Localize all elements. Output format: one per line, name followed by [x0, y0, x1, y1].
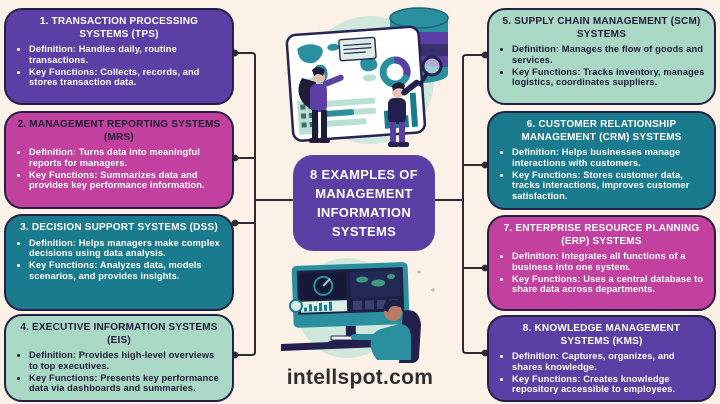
- card-mrs-title: 2. MANAGEMENT REPORTING SYSTEMS (MRS): [17, 119, 221, 143]
- person-with-magnifier: [388, 79, 420, 147]
- analyst-monitor-illustration: [281, 258, 435, 363]
- card-crm: 6. CUSTOMER RELATIONSHIP MANAGEMENT (CRM…: [487, 111, 716, 210]
- card-dss-bullets: Definition: Helps managers make complex …: [15, 238, 223, 282]
- magnifier-icon: [417, 55, 443, 88]
- card-tps: 1. TRANSACTION PROCESSING SYSTEMS (TPS) …: [4, 8, 234, 105]
- card-mrs-bullets: Definition: Turns data into meaningful r…: [15, 147, 223, 191]
- center-title-line: SYSTEMS: [331, 224, 397, 240]
- bullet: Definition: Provides high-level overview…: [29, 350, 223, 372]
- card-mrs: 2. MANAGEMENT REPORTING SYSTEMS (MRS) De…: [4, 111, 234, 209]
- bullet: Key Functions: Collects, records, and st…: [29, 67, 223, 89]
- bullet: Definition: Handles daily, routine trans…: [29, 44, 223, 66]
- bullet: Definition: Helps businesses manage inte…: [512, 147, 705, 169]
- website-url: intellspot.com: [286, 366, 434, 389]
- card-erp-bullets: Definition: Integrates all functions of …: [498, 251, 705, 295]
- card-kms: 8. KNOWLEDGE MANAGEMENT SYSTEMS (KMS) De…: [487, 315, 716, 402]
- bullet: Key Functions: Creates knowledge reposit…: [512, 374, 705, 396]
- card-eis-title: 4. EXECUTIVE INFORMATION SYSTEMS (EIS): [20, 322, 218, 346]
- center-title-box: 8 EXAMPLES OF MANAGEMENT INFORMATION SYS…: [293, 155, 435, 251]
- bullet: Key Functions: Presents key performance …: [29, 373, 223, 395]
- bullet: Definition: Turns data into meaningful r…: [29, 147, 223, 169]
- bullet: Definition: Helps managers make complex …: [29, 238, 223, 260]
- card-erp-title: 7. ENTERPRISE RESOURCE PLANNING (ERP) SY…: [503, 223, 700, 247]
- bullet: Definition: Integrates all functions of …: [512, 251, 705, 273]
- card-kms-title: 8. KNOWLEDGE MANAGEMENT SYSTEMS (KMS): [522, 323, 681, 347]
- keyboard-icon: [330, 335, 354, 341]
- bullet: Key Functions: Analyzes data, models sce…: [29, 260, 223, 282]
- center-title-line: 8 EXAMPLES OF: [310, 166, 418, 182]
- card-kms-bullets: Definition: Captures, organizes, and sha…: [498, 351, 705, 395]
- center-title-line: INFORMATION: [316, 205, 412, 220]
- card-dss-title: 3. DECISION SUPPORT SYSTEMS (DSS): [20, 222, 218, 233]
- card-tps-bullets: Definition: Handles daily, routine trans…: [15, 44, 223, 88]
- bullet: Key Functions: Summarizes data and provi…: [29, 170, 223, 192]
- bullet: Definition: Manages the flow of goods an…: [512, 44, 705, 66]
- dashboard-team-illustration: [285, 7, 449, 147]
- card-tps-title: 1. TRANSACTION PROCESSING SYSTEMS (TPS): [39, 16, 199, 40]
- card-eis: 4. EXECUTIVE INFORMATION SYSTEMS (EIS) D…: [4, 314, 234, 402]
- card-erp: 7. ENTERPRISE RESOURCE PLANNING (ERP) SY…: [487, 215, 716, 311]
- card-scm-bullets: Definition: Manages the flow of goods an…: [498, 44, 705, 88]
- person-presenter: [298, 67, 344, 143]
- monitor-icon: [288, 262, 410, 346]
- bullet: Key Functions: Tracks inventory, manages…: [512, 67, 705, 89]
- bullet: Key Functions: Uses a central database t…: [512, 274, 705, 296]
- bullet: Definition: Captures, organizes, and sha…: [512, 351, 705, 373]
- bullet: Key Functions: Stores customer data, tra…: [512, 170, 705, 202]
- card-scm-title: 5. SUPPLY CHAIN MANAGEMENT (SCM) SYSTEMS: [502, 16, 701, 40]
- center-title-line: MANAGEMENT: [315, 185, 413, 201]
- card-crm-bullets: Definition: Helps businesses manage inte…: [498, 147, 705, 202]
- card-eis-bullets: Definition: Provides high-level overview…: [15, 350, 223, 394]
- card-scm: 5. SUPPLY CHAIN MANAGEMENT (SCM) SYSTEMS…: [487, 8, 716, 105]
- person-analyst: [351, 300, 411, 360]
- card-crm-title: 6. CUSTOMER RELATIONSHIP MANAGEMENT (CRM…: [521, 119, 682, 143]
- card-dss: 3. DECISION SUPPORT SYSTEMS (DSS) Defini…: [4, 214, 234, 311]
